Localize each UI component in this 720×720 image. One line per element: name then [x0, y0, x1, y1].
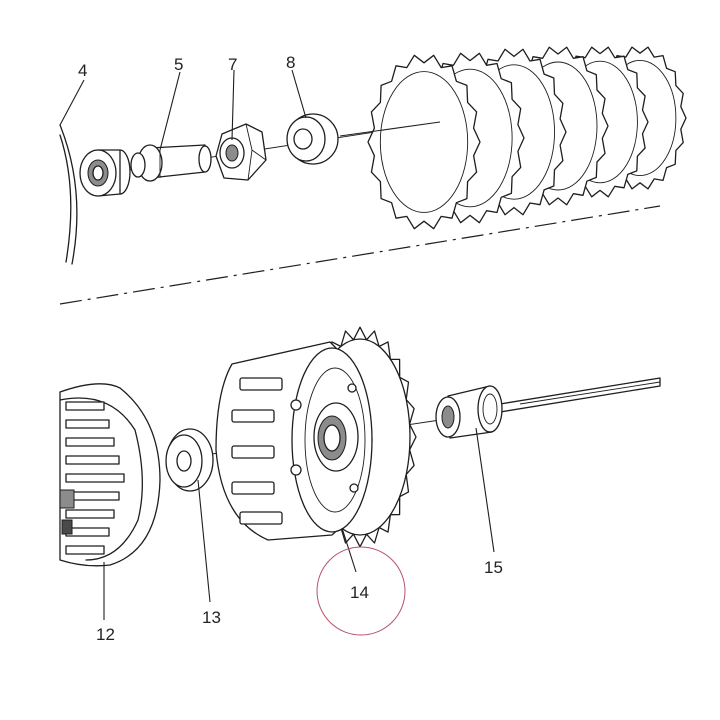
callout-4: 4 — [78, 61, 87, 80]
section-divider-line — [59, 205, 661, 305]
part-13-thrust-washer — [165, 428, 214, 492]
callout-8: 8 — [286, 53, 295, 72]
callout-12: 12 — [96, 625, 115, 644]
leader-13 — [197, 479, 211, 603]
leader-4 — [59, 79, 85, 126]
callout-5: 5 — [174, 55, 183, 74]
callout-13: 13 — [202, 608, 221, 627]
part-7-hex-nut — [215, 123, 267, 181]
leader-14 — [341, 527, 357, 573]
part-14-clutch-hub — [215, 326, 417, 548]
part-4-disc — [59, 124, 78, 265]
callout-14: 14 — [350, 583, 369, 602]
leader-8 — [291, 69, 307, 119]
part-bearing-upper — [79, 149, 131, 197]
part-8-washer — [286, 113, 339, 165]
leader-plates — [339, 121, 441, 137]
leader-5 — [159, 71, 181, 151]
part-12-clutch-basket — [59, 383, 161, 567]
part-15-bushing — [435, 385, 503, 439]
leader-15 — [475, 427, 495, 553]
part-5-spacer-pin — [130, 144, 212, 182]
callout-15: 15 — [484, 558, 503, 577]
leader-7 — [231, 69, 235, 141]
clutch-plate-stack — [367, 46, 687, 230]
callout-7: 7 — [228, 55, 237, 74]
main-shaft — [499, 377, 661, 413]
callout-14-highlight-circle — [316, 546, 406, 636]
